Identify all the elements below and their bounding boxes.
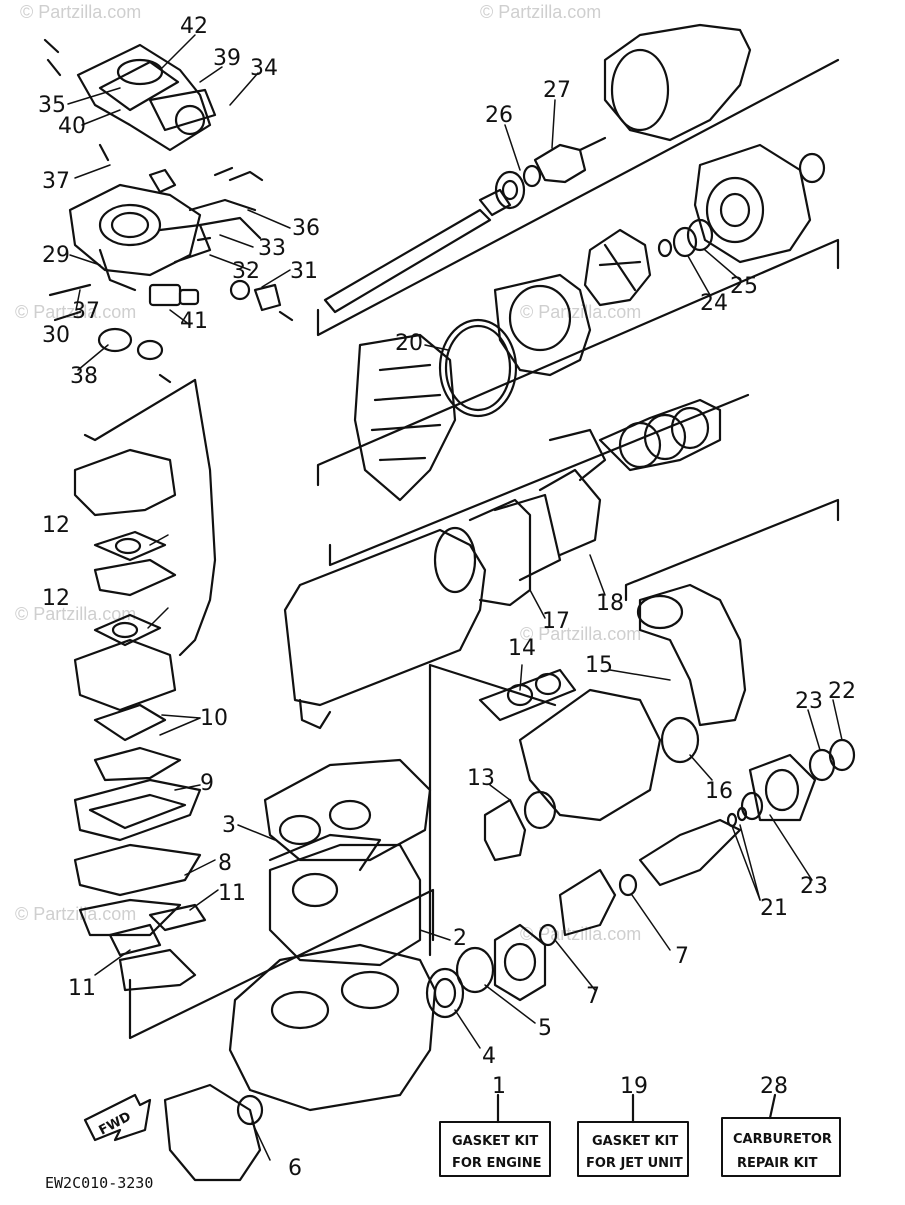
- watermark: © Partzilla.com: [520, 624, 641, 644]
- callout-27: 27: [543, 78, 571, 103]
- callout-28: 28: [760, 1074, 788, 1099]
- drawing-code: EW2C010-3230: [45, 1174, 153, 1192]
- bracket-line: [128, 888, 435, 1040]
- callout-31: 31: [290, 259, 318, 284]
- kit-jet-line2: FOR JET UNIT: [586, 1156, 683, 1171]
- leader-lines: [67, 34, 843, 1161]
- callout-23b: 23: [800, 874, 828, 899]
- callout-37a: 37: [42, 169, 70, 194]
- callout-8: 8: [218, 851, 232, 876]
- kit-engine-line2: FOR ENGINE: [452, 1156, 542, 1171]
- callout-7b: 7: [675, 944, 689, 969]
- callout-4: 4: [482, 1044, 496, 1069]
- callout-22: 22: [828, 679, 856, 704]
- callout-19: 19: [620, 1074, 648, 1099]
- callout-36: 36: [292, 216, 320, 241]
- callout-24: 24: [700, 291, 728, 316]
- watermark: © Partzilla.com: [15, 302, 136, 322]
- exhaust-assembly: [283, 398, 722, 730]
- callout-23a: 23: [795, 689, 823, 714]
- kit-box-text: GASKET KIT FOR ENGINE GASKET KIT FOR JET…: [452, 1132, 832, 1171]
- kit-boxes: [439, 1093, 841, 1177]
- kit-jet-line1: GASKET KIT: [592, 1134, 678, 1149]
- callout-10: 10: [200, 706, 228, 731]
- callout-11a: 11: [218, 881, 246, 906]
- callout-11b: 11: [68, 976, 96, 1001]
- bracket-line: [428, 663, 557, 957]
- callout-41: 41: [180, 309, 208, 334]
- callout-3: 3: [222, 813, 236, 838]
- bracket-line: [178, 378, 217, 657]
- callout-33: 33: [258, 236, 286, 261]
- callout-5: 5: [538, 1016, 552, 1041]
- callout-labels: 1 2 3 4 5 6 7 7 8 9 10 11 11 12 12 13 14…: [38, 14, 856, 1181]
- fwd-label: FWD: [97, 1109, 134, 1138]
- callout-42: 42: [180, 14, 208, 39]
- callout-2: 2: [453, 926, 467, 951]
- water-elbow: [636, 583, 747, 727]
- callout-7a: 7: [586, 984, 600, 1009]
- callout-12b: 12: [42, 586, 70, 611]
- carburetor-assembly: [43, 38, 294, 384]
- callout-38: 38: [70, 364, 98, 389]
- watermark: © Partzilla.com: [520, 302, 641, 322]
- callout-26: 26: [485, 103, 513, 128]
- callout-12a: 12: [42, 513, 70, 538]
- bracket-line: [328, 393, 750, 567]
- callout-32: 32: [232, 259, 260, 284]
- bracket-line: [316, 58, 840, 337]
- callout-14: 14: [508, 636, 536, 661]
- callout-9: 9: [200, 771, 214, 796]
- bracket-line: [316, 238, 840, 487]
- kit-carb-line2: REPAIR KIT: [737, 1156, 818, 1171]
- callout-39: 39: [213, 46, 241, 71]
- watermark: © Partzilla.com: [480, 2, 601, 22]
- engine-block: [163, 668, 856, 1182]
- callout-20: 20: [395, 331, 423, 356]
- callout-13: 13: [467, 766, 495, 791]
- callout-29: 29: [42, 243, 70, 268]
- callout-34: 34: [250, 56, 278, 81]
- watermark: © Partzilla.com: [15, 904, 136, 924]
- bracket-line: [624, 498, 840, 602]
- gasket-stack-left: [73, 448, 207, 992]
- callout-40: 40: [58, 114, 86, 139]
- callout-35: 35: [38, 93, 66, 118]
- watermark: © Partzilla.com: [20, 2, 141, 22]
- callout-6: 6: [288, 1156, 302, 1181]
- fwd-arrow: [83, 1093, 152, 1142]
- callout-21: 21: [760, 896, 788, 921]
- callout-18: 18: [596, 591, 624, 616]
- kit-engine-line1: GASKET KIT: [452, 1134, 538, 1149]
- watermark: © Partzilla.com: [15, 604, 136, 624]
- callout-15: 15: [585, 653, 613, 678]
- callout-25: 25: [730, 274, 758, 299]
- watermark: © Partzilla.com: [520, 924, 641, 944]
- kit-carb-line1: CARBURETOR: [733, 1132, 832, 1147]
- callout-17: 17: [542, 609, 570, 634]
- callout-30: 30: [42, 323, 70, 348]
- jet-pump-assembly: [323, 23, 826, 502]
- callout-16: 16: [705, 779, 733, 804]
- watermarks: © Partzilla.com © Partzilla.com © Partzi…: [15, 2, 641, 944]
- callout-1: 1: [492, 1074, 506, 1099]
- callout-37b: 37: [72, 299, 100, 324]
- bracket-line: [83, 378, 197, 442]
